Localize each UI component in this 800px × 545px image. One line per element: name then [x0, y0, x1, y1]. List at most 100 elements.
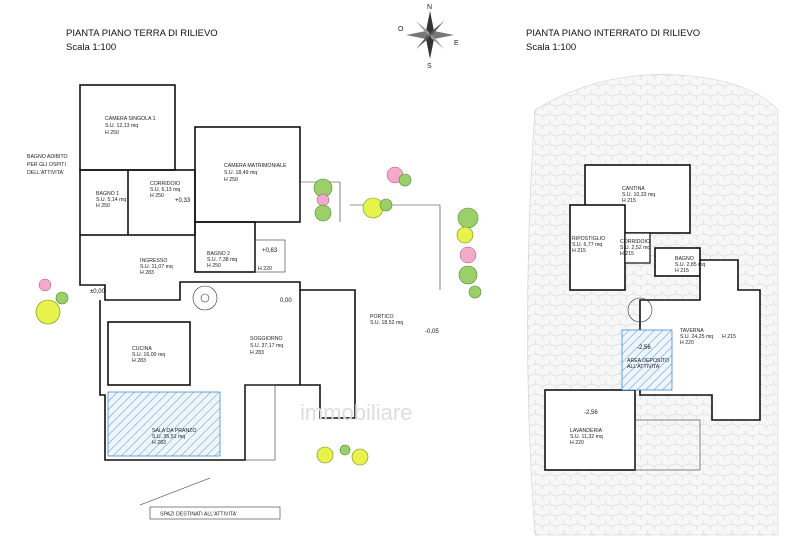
level-marker: +0,63	[262, 248, 278, 254]
room-height: H 250	[105, 130, 119, 136]
leader-line	[139, 477, 211, 506]
room-name: BAGNO 1	[96, 191, 119, 197]
room-ripostiglio: RIPOSTIGLIO S.U. 6,77 mq H 215	[572, 236, 605, 254]
deposit-line-1: AREA DEPOSITO	[627, 358, 669, 364]
room-sala-da-pranzo: SALA DA PRANZO S.U. 35,51 mq H 283	[152, 428, 196, 446]
room-area: S.U. 5,14 mq	[96, 197, 126, 203]
compass-e: E	[454, 40, 459, 47]
room-area: S.U. 37,17 mq	[250, 343, 283, 349]
left-note: BAGNO ADIBITO PER GLI OSPITI DELL'ATTIVI…	[27, 154, 68, 176]
room-cantina: CANTINA S.U. 10,33 mq H 215	[622, 186, 655, 204]
room-name: BAGNO 2	[207, 251, 230, 257]
room-height: H 250	[96, 203, 110, 209]
level-marker: -2,56	[584, 410, 598, 416]
room-height: H 283	[152, 440, 166, 446]
left-plan-title: PIANTA PIANO TERRA DI RILIEVO	[66, 28, 218, 39]
room-height: H 220	[680, 340, 694, 346]
room-camera-singola: CAMERA SINGOLA 1 S.U. 12,13 mq H 250	[105, 116, 156, 136]
room-height: H 283	[250, 350, 264, 356]
room-lavanderia: LAVANDERIA S.U. 11,32 mq H 220	[570, 428, 603, 446]
deposit-line-2: ALL'ATTIVITA'	[627, 364, 660, 370]
room-height: H 215	[622, 198, 636, 204]
level-marker: 0,00	[280, 298, 292, 304]
room-camera-matrimoniale: CAMERA MATRIMONIALE S.U. 18,49 mq H 250	[224, 163, 287, 183]
room-area: S.U. 11,32 mq	[570, 434, 603, 440]
room-height: H 215	[620, 251, 634, 257]
room-taverna: TAVERNA S.U. 24,25 mq H 220	[680, 328, 713, 346]
room-bagno-1: BAGNO 1 S.U. 5,14 mq H 250	[96, 191, 126, 209]
room-name: TAVERNA	[680, 328, 704, 334]
room-area: S.U. 7,38 mq	[207, 257, 237, 263]
level-marker: -2,56	[637, 345, 651, 351]
room-area: S.U. 2,52 mq	[620, 245, 650, 251]
room-area: S.U. 18,49 mq	[224, 170, 257, 176]
level-markers-right: -2,56 -2,56	[584, 345, 651, 416]
compass-o: O	[398, 26, 404, 33]
level-markers-left: +0,33 +0,63 0,00 -0,05 ±0,00	[90, 198, 439, 335]
room-height: H 283	[132, 358, 146, 364]
room-area: S.U. 6,77 mq	[572, 242, 602, 248]
ground-floor-walls	[79, 84, 441, 461]
room-name: CAMERA MATRIMONIALE	[224, 163, 287, 169]
room-area: S.U. 10,33 mq	[622, 192, 655, 198]
room-bagno-2: BAGNO 2 S.U. 7,38 mq H 250	[207, 251, 237, 269]
room-name: CUCINA	[132, 346, 152, 352]
room-height: H 283	[140, 270, 154, 276]
room-soggiorno: SOGGIORNO S.U. 37,17 mq H 283	[250, 336, 283, 356]
room-height: H 250	[150, 193, 164, 199]
room-area: S.U. 35,51 mq	[152, 434, 185, 440]
room-cucina: CUCINA S.U. 16,00 mq H 283	[132, 346, 165, 364]
note-line-2: PER GLI OSPITI	[27, 162, 66, 168]
room-name: CORRIDOIO	[620, 239, 650, 245]
room-area: S.U. 16,00 mq	[132, 352, 165, 358]
room-area: S.U. 24,25 mq	[680, 334, 713, 340]
room-area: S.U. 18,52 mq	[370, 320, 403, 326]
room-height: H 250	[224, 177, 238, 183]
watermark: immobiliare	[300, 400, 412, 425]
room-name: SALA DA PRANZO	[152, 428, 196, 434]
room-height: H 215	[675, 268, 689, 274]
height-label: H 220	[258, 266, 272, 272]
room-name: RIPOSTIGLIO	[572, 236, 605, 242]
room-corridoio: CORRIDOIO S.U. 6,13 mq H 250	[150, 181, 180, 199]
room-name: LAVANDERIA	[570, 428, 603, 434]
room-ingresso: INGRESSO S.U. 11,07 mq H 283	[140, 258, 173, 276]
room-name: CAMERA SINGOLA 1	[105, 116, 156, 122]
room-height: H 250	[207, 263, 221, 269]
room-bagno-interrato: BAGNO S.U. 2,85 mq H 215	[675, 256, 705, 274]
room-name: CORRIDOIO	[150, 181, 180, 187]
compass-n: N	[427, 4, 432, 11]
right-plan-title: PIANTA PIANO INTERRATO DI RILIEVO	[526, 28, 700, 39]
room-name: BAGNO	[675, 256, 694, 262]
compass-s: S	[427, 63, 432, 70]
greenery	[35, 166, 482, 466]
room-area: S.U. 6,13 mq	[150, 187, 180, 193]
room-area: S.U. 2,85 mq	[675, 262, 705, 268]
deposit-area-hatch	[621, 329, 673, 391]
room-name: PORTICO	[370, 314, 394, 320]
room-corridoio-interrato: CORRIDOIO S.U. 2,52 mq H 215	[620, 239, 650, 257]
compass-rose-icon: N E S O	[398, 4, 459, 70]
basement-walls	[544, 164, 761, 471]
activity-label-box	[149, 506, 281, 520]
room-height: H 215	[572, 248, 586, 254]
height-label-right: H 215	[722, 334, 736, 340]
room-area: S.U. 12,13 mq	[105, 123, 138, 129]
activity-area-hatch	[107, 391, 221, 457]
level-marker: ±0,00	[90, 289, 106, 295]
room-name: INGRESSO	[140, 258, 167, 264]
activity-label: SPAZI DESTINATI ALL'ATTIVITA'	[160, 512, 237, 518]
right-plan-scale: Scala 1:100	[526, 42, 576, 53]
room-portico: PORTICO S.U. 18,52 mq	[370, 314, 403, 326]
note-line-3: DELL'ATTIVITA'	[27, 170, 64, 176]
left-plan-scale: Scala 1:100	[66, 42, 116, 53]
room-name: CANTINA	[622, 186, 645, 192]
note-line-1: BAGNO ADIBITO	[27, 154, 68, 160]
room-name: SOGGIORNO	[250, 336, 283, 342]
deposit-label: AREA DEPOSITO ALL'ATTIVITA'	[627, 358, 669, 370]
room-area: S.U. 11,07 mq	[140, 264, 173, 270]
level-marker: +0,33	[175, 198, 191, 204]
level-marker: -0,05	[425, 329, 439, 335]
room-height: H 220	[570, 440, 584, 446]
